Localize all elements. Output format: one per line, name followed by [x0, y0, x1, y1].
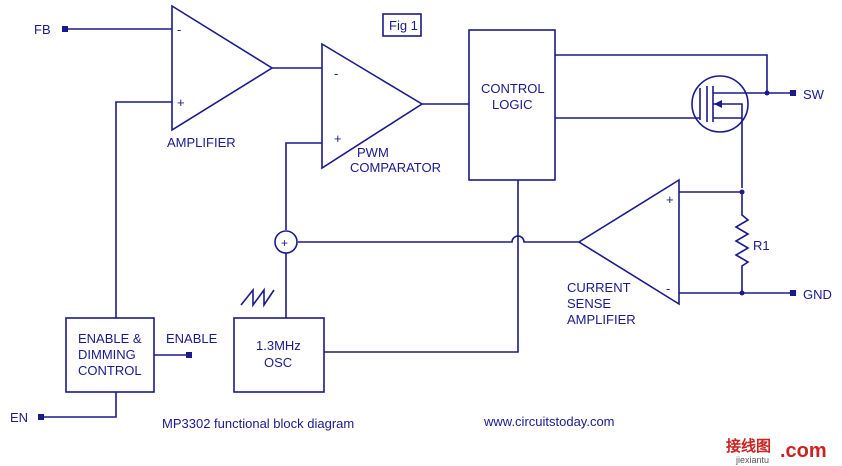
source-url: www.circuitstoday.com	[483, 414, 615, 429]
current-sense-amplifier	[577, 178, 680, 306]
csa-minus-sign: -	[666, 281, 670, 296]
mosfet-body	[713, 103, 743, 119]
amp-plus-sign: +	[177, 95, 185, 110]
amp-plus-wire	[115, 101, 172, 318]
en-label: EN	[10, 410, 28, 425]
sw-pin	[790, 90, 796, 96]
watermark-sub: jiexiantu	[735, 455, 769, 465]
gnd-pin	[790, 290, 796, 296]
enable-block-label-3: CONTROL	[78, 363, 142, 378]
control-label-1: CONTROL	[481, 81, 545, 96]
osc-label-2: OSC	[264, 355, 292, 370]
logic-sw-wire	[555, 54, 768, 93]
pwm-plus-wire	[285, 142, 322, 230]
sawtooth-icon	[240, 287, 275, 308]
csa-out-wire	[298, 235, 579, 243]
amp-label: AMPLIFIER	[167, 135, 236, 150]
summing-plus-sign: +	[281, 236, 288, 250]
csa-label-1: CURRENT	[567, 280, 631, 295]
gnd-label: GND	[803, 287, 832, 302]
control-logic-block	[468, 29, 556, 181]
osc-logic-wire	[324, 180, 519, 353]
error-amplifier	[171, 4, 274, 132]
fb-pin	[62, 26, 68, 32]
mosfet-arrow-icon	[714, 100, 722, 108]
csa-label-2: SENSE	[567, 296, 611, 311]
enable-block-label-1: ENABLE &	[78, 331, 142, 346]
osc-label-1: 1.3MHz	[256, 338, 301, 353]
control-label-2: LOGIC	[492, 97, 532, 112]
pwm-comparator	[321, 42, 424, 170]
amp-minus-sign: -	[177, 22, 181, 37]
r1-label: R1	[753, 238, 770, 253]
enable-block-label-2: DIMMING	[78, 347, 136, 362]
pwm-minus-sign: -	[334, 66, 338, 81]
sw-label: SW	[803, 87, 825, 102]
oscillator-block	[233, 317, 325, 393]
watermark-cn: 接线图	[726, 437, 771, 455]
sw-junction	[764, 90, 770, 96]
fig-label: Fig 1	[389, 18, 418, 33]
fig-label-box	[382, 13, 422, 37]
csa-label-3: AMPLIFIER	[567, 312, 636, 327]
diagram-caption: MP3302 functional block diagram	[162, 416, 354, 431]
pwm-label-1: PWM	[357, 145, 389, 160]
fb-label: FB	[34, 22, 51, 37]
enable-out-pin	[186, 352, 192, 358]
mosfet-circle	[691, 75, 749, 133]
enable-out-label: ENABLE	[166, 331, 218, 346]
pwm-plus-sign: +	[334, 131, 342, 146]
r1-resistor	[734, 192, 750, 293]
en-wire	[44, 392, 117, 418]
csa-plus-sign: +	[666, 192, 674, 207]
en-pin	[38, 414, 44, 420]
pwm-label-2: COMPARATOR	[350, 160, 441, 175]
watermark-com: .com	[780, 440, 827, 462]
